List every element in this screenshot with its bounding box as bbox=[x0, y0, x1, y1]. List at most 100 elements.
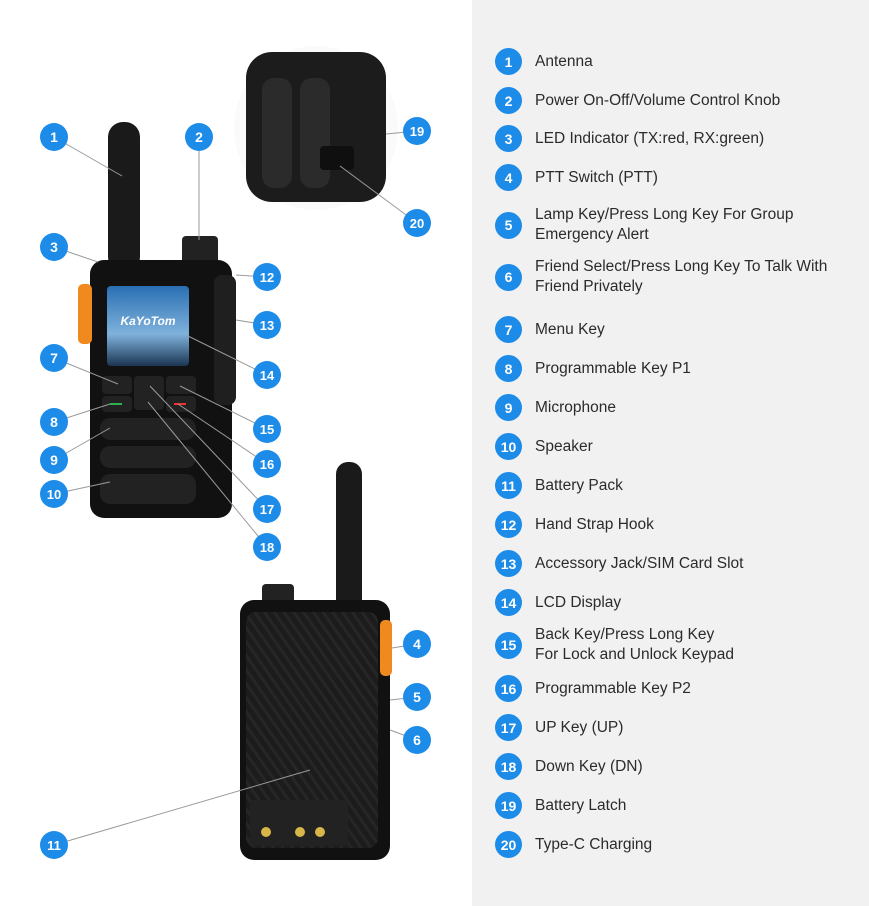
svg-text:19: 19 bbox=[410, 124, 424, 139]
legend-item: 19 Battery Latch bbox=[495, 792, 865, 819]
legend-item: 11 Battery Pack bbox=[495, 472, 865, 499]
svg-text:18: 18 bbox=[260, 540, 274, 555]
callout-16: 16 bbox=[253, 450, 281, 478]
svg-text:2: 2 bbox=[195, 129, 203, 145]
number-badge: 18 bbox=[495, 753, 522, 780]
number-badge: 15 bbox=[495, 631, 522, 659]
callout-17: 17 bbox=[253, 495, 281, 523]
legend-label: LED Indicator (TX:red, RX:green) bbox=[535, 129, 765, 147]
legend-label: LCD Display bbox=[535, 593, 622, 611]
callout-15: 15 bbox=[253, 415, 281, 443]
callout-5: 5 bbox=[403, 683, 431, 711]
radio-illustration: KaYoTom bbox=[40, 46, 431, 860]
number-badge: 7 bbox=[495, 316, 522, 343]
number-badge: 12 bbox=[495, 511, 522, 538]
svg-text:8: 8 bbox=[50, 414, 58, 430]
legend-item: 18 Down Key (DN) bbox=[495, 753, 865, 780]
legend-item: 16 Programmable Key P2 bbox=[495, 675, 865, 702]
legend-label: Accessory Jack/SIM Card Slot bbox=[535, 554, 744, 572]
legend-label: Menu Key bbox=[535, 320, 605, 338]
legend-label: Programmable Key P2 bbox=[535, 679, 691, 697]
svg-text:15: 15 bbox=[260, 422, 274, 437]
callout-3: 3 bbox=[40, 233, 68, 261]
legend-item: 7 Menu Key bbox=[495, 316, 865, 343]
callout-12: 12 bbox=[253, 263, 281, 291]
number-badge: 8 bbox=[495, 355, 522, 382]
legend-panel bbox=[472, 0, 869, 906]
number-badge: 10 bbox=[495, 433, 522, 460]
legend-label: Friend Select/Press Long Key To Talk Wit… bbox=[535, 258, 828, 295]
svg-text:3: 3 bbox=[50, 239, 58, 255]
front-radio: KaYoTom bbox=[78, 122, 236, 518]
callout-9: 9 bbox=[40, 446, 68, 474]
callout-2: 2 bbox=[185, 123, 213, 151]
number-badge: 17 bbox=[495, 714, 522, 741]
legend-label: PTT Switch (PTT) bbox=[535, 168, 658, 186]
legend-item: 13 Accessory Jack/SIM Card Slot bbox=[495, 550, 865, 577]
legend-item: 8 Programmable Key P1 bbox=[495, 355, 865, 382]
legend-item: 6 Friend Select/Press Long Key To Talk Wi… bbox=[495, 257, 865, 297]
legend-item: 3 LED Indicator (TX:red, RX:green) bbox=[495, 125, 865, 152]
legend-item: 15 Back Key/Press Long Key For Lock and U… bbox=[495, 625, 865, 665]
legend-label: Type-C Charging bbox=[535, 835, 653, 853]
number-badge: 19 bbox=[495, 792, 522, 819]
svg-text:9: 9 bbox=[50, 452, 58, 468]
latch-closeup bbox=[234, 46, 398, 210]
legend-label: Battery Pack bbox=[535, 476, 623, 494]
callout-badges: 1 2 3 12 13 7 14 8 15 9 16 10 17 18 19 2… bbox=[40, 117, 431, 859]
number-badge: 20 bbox=[495, 831, 522, 858]
number-badge: 11 bbox=[495, 472, 522, 499]
callout-18: 18 bbox=[253, 533, 281, 561]
legend-label: Battery Latch bbox=[535, 796, 627, 814]
callout-19: 19 bbox=[403, 117, 431, 145]
legend-label: Back Key/Press Long Key For Lock and Unl… bbox=[535, 626, 735, 663]
number-badge: 3 bbox=[495, 125, 522, 152]
brand-logo: KaYoTom bbox=[120, 314, 175, 328]
legend-item: 5 Lamp Key/Press Long Key For Group Emerg… bbox=[495, 205, 865, 245]
svg-text:20: 20 bbox=[410, 216, 424, 231]
legend-item: 10 Speaker bbox=[495, 433, 865, 460]
legend-label: Speaker bbox=[535, 437, 593, 455]
legend-label: Programmable Key P1 bbox=[535, 359, 691, 377]
volume-knob bbox=[182, 236, 218, 266]
svg-text:17: 17 bbox=[260, 502, 274, 517]
callout-13: 13 bbox=[253, 311, 281, 339]
legend-label: Lamp Key/Press Long Key For Group Emerge… bbox=[535, 206, 794, 243]
callout-10: 10 bbox=[40, 480, 68, 508]
ptt-button bbox=[78, 284, 92, 344]
callout-1: 1 bbox=[40, 123, 68, 151]
svg-text:11: 11 bbox=[47, 838, 61, 853]
legend-label: UP Key (UP) bbox=[535, 718, 624, 736]
callout-7: 7 bbox=[40, 344, 68, 372]
svg-text:1: 1 bbox=[50, 129, 58, 145]
legend-item: 4 PTT Switch (PTT) bbox=[495, 164, 865, 191]
svg-text:7: 7 bbox=[50, 350, 58, 366]
svg-text:4: 4 bbox=[413, 636, 421, 652]
legend-label: Microphone bbox=[535, 398, 616, 416]
svg-text:12: 12 bbox=[260, 270, 274, 285]
legend-label: Down Key (DN) bbox=[535, 757, 643, 775]
legend-item: 20 Type-C Charging bbox=[495, 831, 865, 858]
number-badge: 13 bbox=[495, 550, 522, 577]
rear-radio bbox=[240, 462, 392, 860]
legend-item: 17 UP Key (UP) bbox=[495, 714, 865, 741]
svg-text:10: 10 bbox=[47, 487, 61, 502]
svg-text:14: 14 bbox=[260, 368, 275, 383]
number-badge: 5 bbox=[495, 211, 522, 239]
number-badge: 9 bbox=[495, 394, 522, 421]
callout-20: 20 bbox=[403, 209, 431, 237]
number-badge: 6 bbox=[495, 263, 522, 291]
number-badge: 16 bbox=[495, 675, 522, 702]
legend-item: 9 Microphone bbox=[495, 394, 865, 421]
legend-label: Antenna bbox=[535, 52, 593, 70]
svg-text:6: 6 bbox=[413, 732, 421, 748]
number-badge: 2 bbox=[495, 87, 522, 114]
svg-text:16: 16 bbox=[260, 457, 274, 472]
callout-6: 6 bbox=[403, 726, 431, 754]
antenna bbox=[108, 122, 140, 272]
lcd-display bbox=[107, 286, 189, 366]
number-badge: 4 bbox=[495, 164, 522, 191]
legend-label: Hand Strap Hook bbox=[535, 515, 654, 533]
